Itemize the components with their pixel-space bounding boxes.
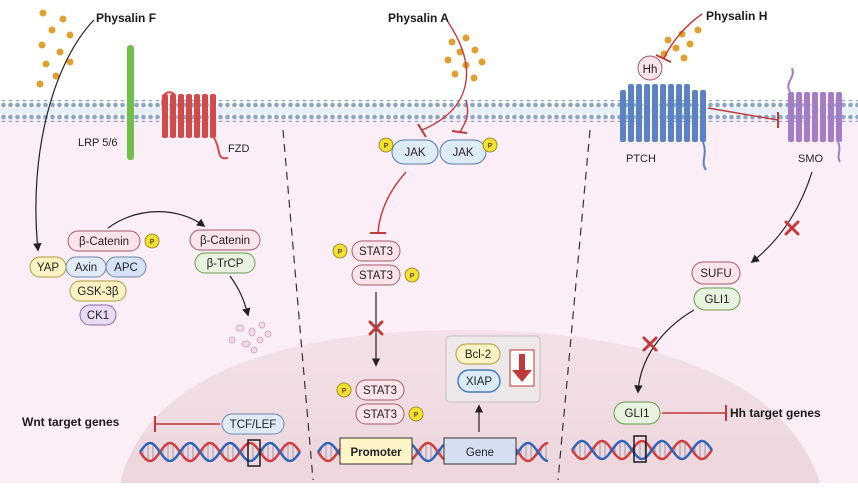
gene-box: Gene [443, 437, 517, 465]
sufu-pill: SUFU [691, 261, 741, 285]
svg-text:Bcl-2: Bcl-2 [465, 349, 491, 361]
drug-dots-a [444, 34, 486, 82]
drug-dots-h [660, 26, 702, 62]
svg-text:β-TrCP: β-TrCP [207, 258, 244, 270]
svg-text:STAT3: STAT3 [359, 270, 393, 282]
phospho-badge-stat3a: P [332, 243, 348, 259]
hh-target-genes: Hh target genes [730, 406, 821, 420]
svg-text:β-Catenin: β-Catenin [79, 236, 129, 248]
svg-text:APC: APC [114, 262, 138, 274]
stat3-pill-b: STAT3 [351, 264, 401, 286]
svg-text:SUFU: SUFU [700, 268, 731, 280]
phospho-badge-stat3d: P [408, 406, 424, 422]
ck1-pill: CK1 [79, 304, 117, 326]
phospho-badge-bc: P [144, 233, 160, 249]
drug-physalin-h: Physalin H [706, 9, 767, 23]
jak-pill-2: JAK [439, 139, 487, 165]
stat3-pill-c: STAT3 [355, 379, 405, 401]
svg-text:Axin: Axin [75, 262, 97, 274]
phospho-badge-stat3c: P [336, 382, 352, 398]
drug-physalin-f: Physalin F [96, 11, 156, 25]
svg-text:XIAP: XIAP [466, 376, 493, 388]
svg-text:Promoter: Promoter [350, 447, 402, 459]
svg-text:P: P [414, 412, 419, 419]
axin-pill: Axin [65, 256, 107, 278]
inhibit-jak1 [421, 21, 468, 131]
svg-text:P: P [342, 388, 347, 395]
dna-helix [571, 439, 713, 461]
cell-membrane [0, 100, 858, 122]
blocked-x-gli1 [642, 336, 658, 352]
beta-catenin-pill-2: β-Catenin [189, 229, 261, 251]
svg-text:P: P [150, 239, 155, 246]
smo-label: SMO [798, 153, 824, 165]
svg-text:YAP: YAP [37, 262, 59, 274]
svg-text:Hh: Hh [643, 64, 658, 76]
svg-text:β-Catenin: β-Catenin [200, 235, 250, 247]
inhibit-smo [707, 107, 779, 121]
wnt-target-genes: Wnt target genes [22, 415, 120, 429]
svg-text:P: P [410, 273, 415, 280]
ptch-label: PTCH [626, 153, 656, 165]
svg-text:STAT3: STAT3 [359, 246, 393, 258]
lrp-label: LRP 5/6 [78, 137, 118, 149]
drug-dots-f [36, 9, 74, 88]
fzd-label: FZD [228, 143, 249, 155]
fzd-receptor [161, 91, 229, 160]
svg-text:TCF/LEF: TCF/LEF [230, 419, 277, 431]
phospho-badge-jak2: P [482, 137, 498, 153]
hh-ligand: Hh [637, 55, 663, 81]
inhibit-jak2 [459, 99, 469, 133]
gli1-pill-nuc: GLI1 [613, 401, 661, 425]
wnt-gene-locus [247, 439, 261, 467]
svg-text:GSK-3β: GSK-3β [77, 286, 119, 298]
svg-text:Gene: Gene [466, 447, 494, 459]
phospho-badge-stat3b: P [404, 267, 420, 283]
jak-pill-1: JAK [391, 139, 439, 165]
apc-pill: APC [105, 256, 147, 278]
svg-text:P: P [338, 249, 343, 256]
inhibit-stat3 [377, 171, 407, 233]
svg-text:GLI1: GLI1 [705, 294, 730, 306]
svg-text:P: P [384, 143, 389, 150]
blocked-x-smo [784, 220, 800, 236]
svg-text:GLI1: GLI1 [625, 408, 650, 420]
ptch-receptor [620, 84, 707, 171]
btrcp-pill: β-TrCP [194, 252, 256, 274]
stat3-pill-a: STAT3 [351, 240, 401, 262]
promoter-box: Promoter [339, 437, 413, 465]
svg-text:STAT3: STAT3 [363, 385, 397, 397]
blocked-x-stat3 [368, 320, 384, 336]
arrow-release-bc [107, 211, 206, 229]
stat3-pill-d: STAT3 [355, 403, 405, 425]
svg-text:JAK: JAK [452, 147, 473, 159]
arrow-physalin-f [33, 19, 95, 252]
tcf-lef-pill: TCF/LEF [221, 413, 285, 435]
lrp-receptor [127, 45, 134, 160]
drug-physalin-a: Physalin A [388, 11, 449, 25]
inhibit-hh [663, 13, 703, 59]
svg-text:P: P [488, 143, 493, 150]
arrow-degradation [229, 275, 251, 317]
svg-text:JAK: JAK [404, 147, 425, 159]
smo-receptor [787, 67, 842, 163]
divider-right [557, 129, 591, 481]
beta-catenin-pill: β-Catenin [67, 230, 141, 252]
down-arrow-icon [509, 349, 535, 387]
xiap-pill: XIAP [457, 369, 501, 393]
svg-text:STAT3: STAT3 [363, 409, 397, 421]
degradation-fragments [228, 321, 272, 354]
phospho-badge-jak1: P [378, 137, 394, 153]
yap-pill: YAP [29, 256, 67, 278]
divider-left [282, 129, 314, 481]
svg-text:CK1: CK1 [87, 310, 109, 322]
gli1-pill-cyto: GLI1 [693, 287, 741, 311]
hh-gene-locus [633, 435, 647, 463]
gsk3b-pill: GSK-3β [69, 280, 127, 302]
